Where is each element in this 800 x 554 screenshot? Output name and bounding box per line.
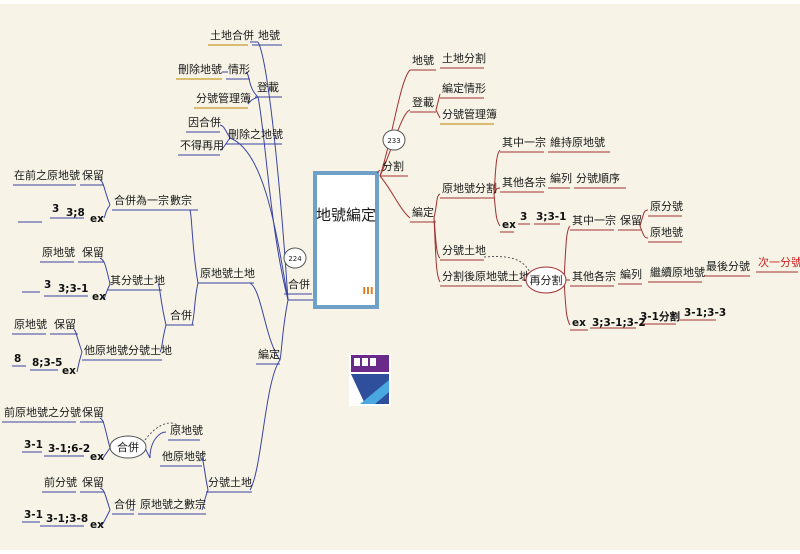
node-dengzai-left[interactable]: 登載 [257,80,279,94]
node-qi-fenhao[interactable]: 其分號土地 [110,274,165,287]
ellipse-hebing[interactable] [109,435,147,459]
node-baoliu-2[interactable]: 保留 [82,245,104,259]
node-yuan-dihao-right[interactable]: 原地號 [650,226,683,239]
center-topic[interactable]: 地號編定 III [313,171,379,309]
node-dengzai-right[interactable]: 登載 [412,95,434,109]
left-underlines [2,44,312,527]
node-baoliu-1[interactable]: 保留 [82,168,104,182]
val-right-d: 3-1分割 [640,310,680,323]
node-ex-right-2[interactable]: ex [572,317,586,329]
node-bianlie-1[interactable]: 編列 [550,171,572,185]
node-hebing-weiyizong[interactable]: 合併為一宗 [114,193,169,207]
node-fenhao-tudi-left[interactable]: 分號土地 [208,476,252,489]
node-ex-2[interactable]: ex [92,291,106,303]
val-hebing-b: 3;3-1 [58,283,88,295]
node-qizhong-yizong-1[interactable]: 其中一宗 [502,135,546,149]
node-weichi[interactable]: 維持原地號 [550,135,605,149]
center-title: 地號編定 [316,206,376,224]
node-qian-fenhao[interactable]: 前分號 [44,475,77,489]
node-yin-hebing[interactable]: 因合併 [188,115,221,129]
left-connectors [73,41,313,526]
node-bianding-right[interactable]: 編定 [412,205,434,219]
val-right-a: 3 [520,211,527,223]
node-yuan-dihao-3[interactable]: 原地號 [170,424,203,437]
node-tudi-fenge[interactable]: 土地分割 [442,51,486,65]
node-zaiqian-yuan[interactable]: 在前之原地號 [14,168,80,182]
node-fenhao-tudi-right[interactable]: 分號土地 [442,244,486,257]
node-dihao-left[interactable]: 地號 [258,29,280,42]
node-baoliu-right[interactable]: 保留 [620,213,642,227]
node-jixu[interactable]: 繼續原地號 [650,265,705,279]
node-ex-5[interactable]: ex [90,519,104,531]
val-fendi-d: 3-1;3-8 [46,513,88,525]
node-qingxing[interactable]: 情形 [228,63,250,76]
node-hebing-mid[interactable]: 合併 [170,308,192,322]
node-ex-right-1[interactable]: ex [502,219,516,231]
logo-emblem [349,354,391,406]
node-ex-4[interactable]: ex [90,451,104,463]
val-hebing-a: 3 [44,279,51,291]
node-bude-zaiyong[interactable]: 不得再用 [180,139,224,152]
right-underlines [380,67,798,331]
node-baoliu-4[interactable]: 保留 [82,405,104,419]
val-right-b: 3;3-1 [536,211,566,223]
val-hebing-c: 8 [14,353,21,365]
node-yuan-dihao-2[interactable]: 原地號 [14,318,47,331]
bubble-224-label: 224 [288,255,302,263]
node-yuan-zhi-shuzong[interactable]: 原地號之數宗 [140,497,206,511]
node-qita-gezong-2[interactable]: 其他各宗 [572,269,616,283]
bubble-233-label: 233 [387,137,400,145]
node-ex-1[interactable]: ex [90,213,104,225]
node-yuandi-tudi[interactable]: 原地號土地 [200,267,255,280]
node-ta-yuan-dihao[interactable]: 他原地號 [162,450,206,463]
node-yuan-fenhao[interactable]: 原分號 [650,200,683,213]
node-qita-gezong-1[interactable]: 其他各宗 [502,175,546,189]
node-zuihou[interactable]: 最後分號 [706,259,750,273]
node-fenge-root[interactable]: 分割 [382,159,404,173]
node-shanchu-zhi-dihao[interactable]: 刪除之地號 [228,127,283,141]
bubble-224 [283,247,307,269]
node-fenhao-guanli-left[interactable]: 分號管理簿 [196,91,251,105]
node-yuan-fenge[interactable]: 原地號分割 [442,181,497,195]
node-baoliu-3[interactable]: 保留 [54,317,76,331]
val-shuzong-a: 3 [52,203,59,215]
right-branch: 233 分割 地號 土地分割 登載 編定情形 分號管理簿 編定 原地號分割 其中… [382,51,800,329]
node-ci-yi[interactable]: 次一分號 [758,255,800,269]
ellipse-zai-fenge[interactable] [525,266,567,294]
node-yuan-dihao-1[interactable]: 原地號 [42,246,75,259]
node-qian-yuan-fenhao[interactable]: 前原地號之分號 [4,405,81,419]
node-ta-yuandi[interactable]: 他原地號分號土地 [84,344,172,357]
node-hebing-ellipse: 合併 [117,440,139,454]
node-shuzong[interactable]: 數宗 [170,193,192,207]
node-fenge-hou[interactable]: 分割後原地號土地 [442,269,530,283]
val-fendi-b: 3-1;6-2 [48,443,90,455]
bubble-233 [382,129,406,151]
node-bianding-qingxing[interactable]: 編定情形 [442,81,486,95]
node-baoliu-5[interactable]: 保留 [82,475,104,489]
val-right-e: 3-1;3-3 [684,307,726,319]
node-shanchu-dihao[interactable]: 刪除地號 [178,62,222,76]
node-fenhao-shunxu[interactable]: 分號順序 [576,171,620,185]
node-hebing-bottom[interactable]: 合併 [114,497,136,511]
center-sub: III [362,286,373,297]
node-qizhong-yizong-2[interactable]: 其中一宗 [572,213,616,227]
val-shuzong-b: 3;8 [66,207,85,219]
val-fendi-c: 3-1 [24,509,43,521]
node-tudi-hebing[interactable]: 土地合併 [210,28,254,42]
node-hebing-root[interactable]: 合併 [288,277,310,291]
left-branch: 土地合併 地號 刪除地號 情形 登載 分號管理簿 因合併 不得再用 刪除之地號 … [4,28,310,531]
val-fendi-a: 3-1 [24,439,43,451]
node-fenhao-guanli-right[interactable]: 分號管理簿 [442,107,497,121]
node-zai-fenge: 再分割 [530,273,563,287]
node-ex-3[interactable]: ex [62,365,76,377]
val-right-c: 3;3-1;3-2 [592,317,646,329]
node-bianlie-2[interactable]: 編列 [620,267,642,281]
node-dihao-right[interactable]: 地號 [412,54,434,67]
right-connectors [376,69,649,326]
val-hebing-d: 8;3-5 [32,357,62,369]
node-bianding-left[interactable]: 編定 [258,347,280,361]
